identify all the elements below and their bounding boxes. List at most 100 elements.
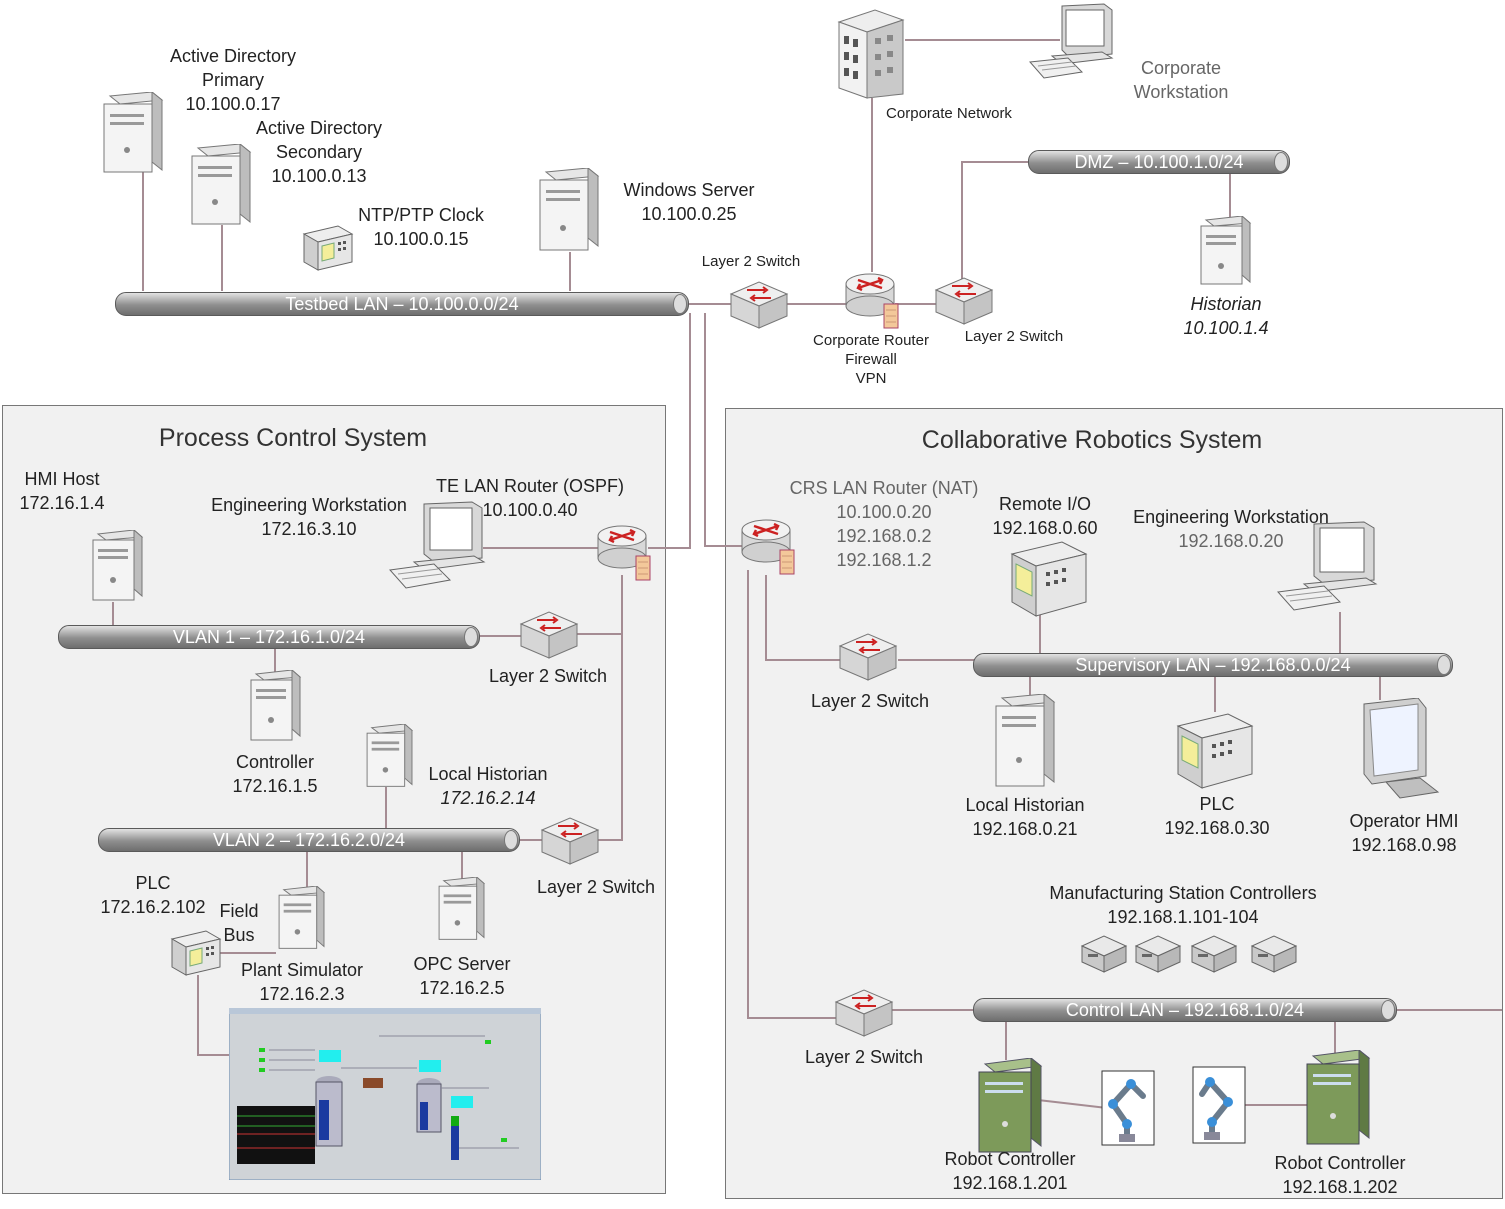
ad-secondary-ip: 10.100.0.13 xyxy=(271,166,367,186)
te-router-label: TE LAN Router (OSPF) xyxy=(435,476,625,496)
corporate-router-label-1: Corporate Router xyxy=(813,332,929,349)
hmi-host-ip: 172.16.1.4 xyxy=(19,493,105,513)
remote-io-icon[interactable] xyxy=(1010,540,1088,618)
ad-secondary-role: Secondary xyxy=(275,142,363,162)
robot-controller-1-label: Robot Controller xyxy=(944,1149,1076,1169)
crs-local-historian-label: Local Historian xyxy=(965,795,1085,815)
testbed-lan-bus: Testbed LAN – 10.100.0.0/24 xyxy=(115,292,689,316)
crs-engineering-workstation-icon[interactable] xyxy=(1276,520,1382,618)
station-controller-3-icon[interactable] xyxy=(1190,934,1238,974)
station-controller-4-icon[interactable] xyxy=(1250,934,1298,974)
controller-server-icon[interactable] xyxy=(248,670,304,744)
operator-hmi-monitor-icon[interactable] xyxy=(1360,698,1442,802)
operator-hmi-ip: 192.168.0.98 xyxy=(1351,835,1457,855)
crs-switch-2-icon[interactable] xyxy=(834,986,894,1040)
crs-switch-1-icon[interactable] xyxy=(838,630,898,684)
msc-label: Manufacturing Station Controllers xyxy=(1049,883,1317,903)
station-controller-2-icon[interactable] xyxy=(1134,934,1182,974)
crs-router-ip-2: 192.168.0.2 xyxy=(836,526,932,546)
remote-io-label: Remote I/O xyxy=(998,494,1092,514)
pcs-title: Process Control System xyxy=(158,424,428,452)
crs-switch-1-label: Layer 2 Switch xyxy=(810,691,930,711)
pcs-controller-ip: 172.16.1.5 xyxy=(232,776,318,796)
hmi-host-server-icon[interactable] xyxy=(90,530,146,604)
corporate-workstation-label-1: Corporate xyxy=(1140,58,1222,78)
robot-controller-2-ip: 192.168.1.202 xyxy=(1282,1177,1398,1197)
crs-switch-2-label: Layer 2 Switch xyxy=(804,1047,924,1067)
opc-server-ip: 172.16.2.5 xyxy=(419,978,505,998)
ad-primary-server-icon[interactable] xyxy=(100,92,166,176)
operator-hmi-label: Operator HMI xyxy=(1349,811,1459,831)
robot-controller-1-ip: 192.168.1.201 xyxy=(952,1173,1068,1193)
crs-plc-label: PLC xyxy=(1199,794,1235,814)
ad-secondary-server-icon[interactable] xyxy=(188,144,254,228)
crs-local-historian-server-icon[interactable] xyxy=(992,694,1058,790)
pcs-eng-ws-ip: 172.16.3.10 xyxy=(261,519,357,539)
pcs-engineering-workstation-icon[interactable] xyxy=(388,500,488,596)
plant-simulator-server-icon[interactable] xyxy=(276,886,328,952)
pcs-controller-label: Controller xyxy=(235,752,315,772)
msc-ip: 192.168.1.101-104 xyxy=(1107,907,1259,927)
vlan2-bus: VLAN 2 – 172.16.2.0/24 xyxy=(98,828,520,852)
ntp-ip: 10.100.0.15 xyxy=(373,229,469,249)
pcs-local-historian-label: Local Historian xyxy=(428,764,548,784)
opc-server-icon[interactable] xyxy=(436,877,488,943)
pcs-switch-1-label: Layer 2 Switch xyxy=(488,666,608,686)
corporate-building-icon[interactable] xyxy=(835,8,907,100)
opc-server-label: OPC Server xyxy=(413,954,511,974)
ad-primary-ip: 10.100.0.17 xyxy=(185,94,281,114)
field-bus-label-1: Field xyxy=(219,901,259,921)
pcs-local-historian-server-icon[interactable] xyxy=(364,724,416,790)
windows-server-icon[interactable] xyxy=(536,168,602,254)
plant-simulator-screen-icon xyxy=(229,1008,541,1180)
corporate-router-label-3: VPN xyxy=(855,370,887,387)
crs-local-historian-ip: 192.168.0.21 xyxy=(972,819,1078,839)
pcs-plc-ip: 172.16.2.102 xyxy=(100,897,206,917)
dmz-historian-ip: 10.100.1.4 xyxy=(1183,318,1269,338)
ad-primary-label: Active Directory xyxy=(169,46,297,66)
te-router-icon[interactable] xyxy=(594,522,656,584)
field-bus-label-2: Bus xyxy=(223,925,255,945)
robot-arm-2-icon[interactable] xyxy=(1192,1066,1246,1144)
pcs-switch-1-icon[interactable] xyxy=(519,608,579,662)
corporate-network-label: Corporate Network xyxy=(886,105,1012,122)
switch-top-right-label: Layer 2 Switch xyxy=(964,328,1064,345)
dmz-historian-server-icon[interactable] xyxy=(1198,216,1254,288)
crs-router-icon[interactable] xyxy=(738,516,800,578)
crs-plc-icon[interactable] xyxy=(1176,712,1254,790)
pcs-plc-label: PLC xyxy=(135,873,171,893)
windows-server-label: Windows Server xyxy=(623,180,755,200)
pcs-switch-2-icon[interactable] xyxy=(540,814,600,868)
robot-controller-1-icon[interactable] xyxy=(975,1058,1045,1154)
crs-router-label: CRS LAN Router (NAT) xyxy=(789,478,979,498)
crs-title: Collaborative Robotics System xyxy=(921,426,1263,454)
pcs-plc-icon[interactable] xyxy=(170,928,222,978)
switch-top-left-icon[interactable] xyxy=(729,278,789,332)
te-router-ip: 10.100.0.40 xyxy=(482,500,578,520)
pcs-local-historian-ip: 172.16.2.14 xyxy=(440,788,536,808)
corporate-workstation-icon[interactable] xyxy=(1028,2,1116,88)
ntp-clock-icon[interactable] xyxy=(302,224,354,272)
supervisory-lan-bus: Supervisory LAN – 192.168.0.0/24 xyxy=(973,653,1453,677)
ad-secondary-label: Active Directory xyxy=(255,118,383,138)
vlan1-bus: VLAN 1 – 172.16.1.0/24 xyxy=(58,625,480,649)
robot-arm-1-icon[interactable] xyxy=(1101,1070,1155,1146)
robot-controller-2-icon[interactable] xyxy=(1303,1050,1373,1146)
dmz-bus: DMZ – 10.100.1.0/24 xyxy=(1028,150,1290,174)
station-controller-1-icon[interactable] xyxy=(1080,934,1128,974)
crs-eng-ws-label: Engineering Workstation xyxy=(1133,507,1329,527)
plant-simulator-ip: 172.16.2.3 xyxy=(259,984,345,1004)
corporate-router-icon[interactable] xyxy=(842,270,904,332)
crs-eng-ws-ip: 192.168.0.20 xyxy=(1178,531,1284,551)
remote-io-ip: 192.168.0.60 xyxy=(992,518,1098,538)
pcs-eng-ws-label: Engineering Workstation xyxy=(211,495,407,515)
windows-server-ip: 10.100.0.25 xyxy=(641,204,737,224)
corporate-workstation-label-2: Workstation xyxy=(1133,82,1229,102)
control-lan-bus: Control LAN – 192.168.1.0/24 xyxy=(973,998,1397,1022)
crs-plc-ip: 192.168.0.30 xyxy=(1164,818,1270,838)
corporate-router-label-2: Firewall xyxy=(845,351,897,368)
switch-top-left-label: Layer 2 Switch xyxy=(701,253,801,270)
crs-router-ip-1: 10.100.0.20 xyxy=(836,502,932,522)
switch-top-right-icon[interactable] xyxy=(934,274,994,328)
